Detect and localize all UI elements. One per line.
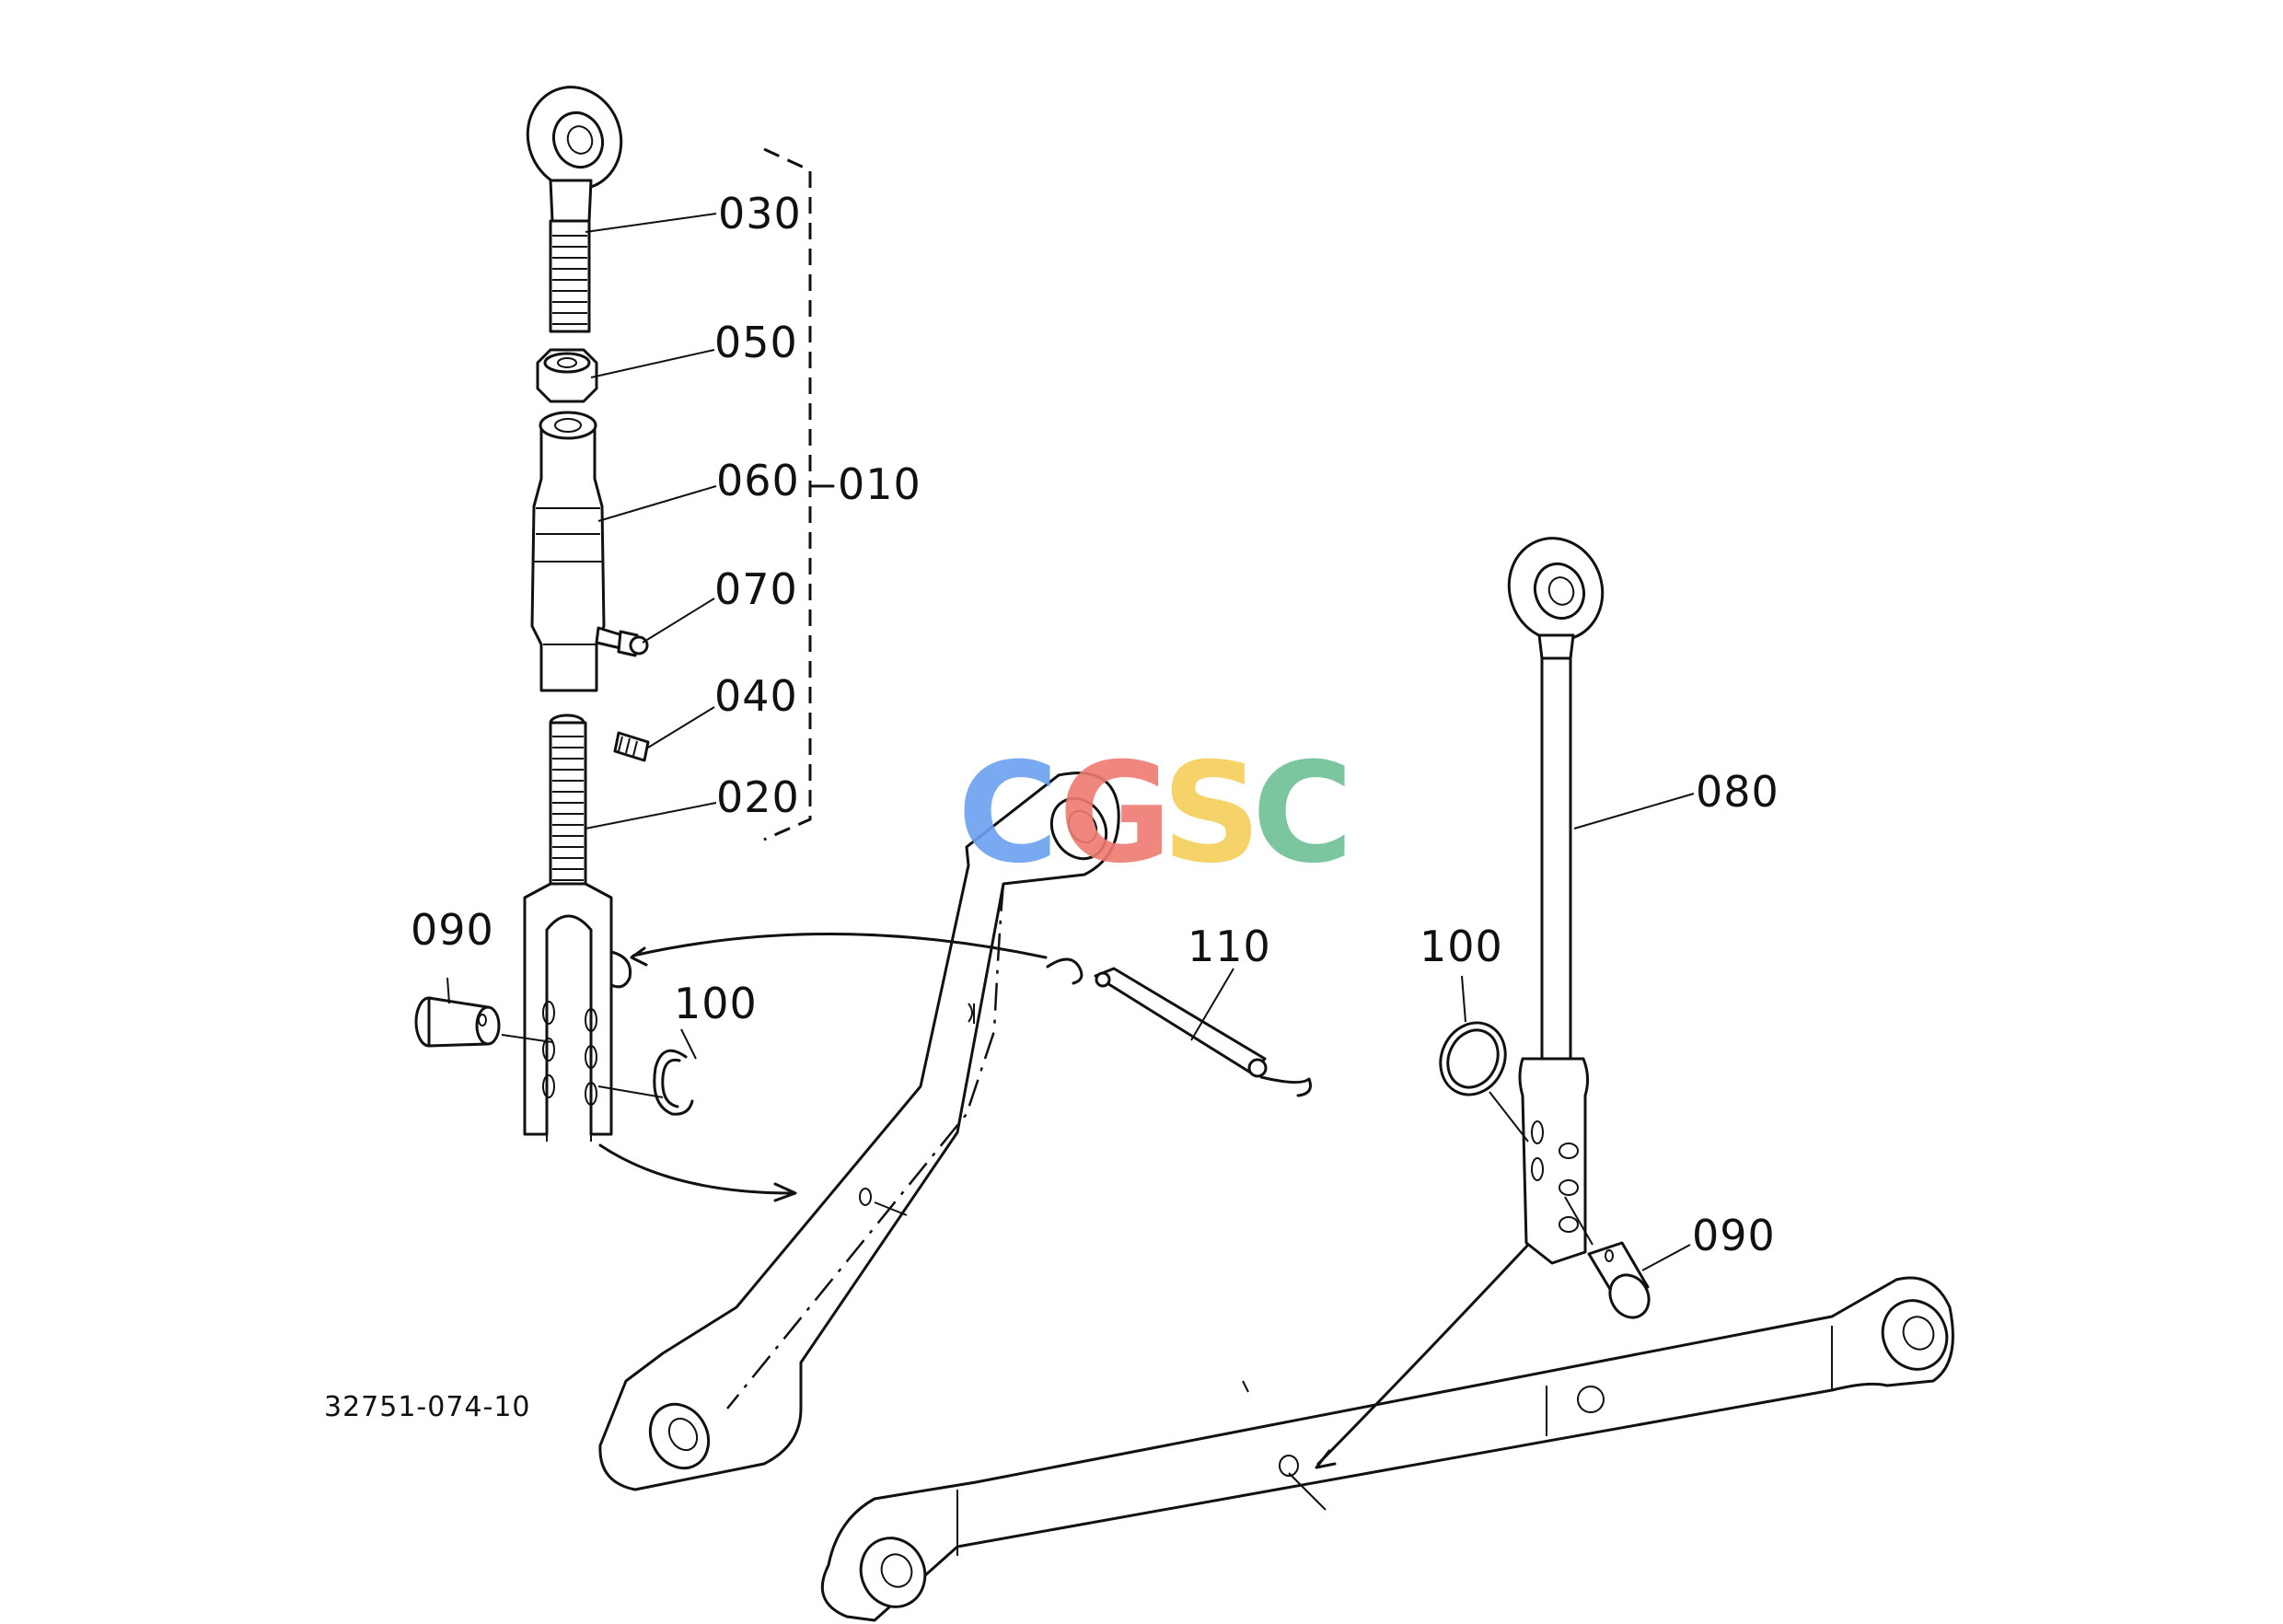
clevis-pin-090-left [414, 996, 553, 1048]
watermark-logo: C G S C [957, 734, 1353, 894]
drawing-code: 32751-074-10 [324, 1391, 531, 1423]
link-arrow-left [598, 1143, 794, 1195]
callout-020: 020 [716, 772, 800, 822]
spring-110 [1046, 957, 1312, 1097]
assembly-bracket-010 [763, 147, 812, 841]
callout-040: 040 [714, 671, 798, 721]
lower-link-right [820, 1276, 1954, 1622]
lift-rod-080-right [1507, 537, 1605, 1265]
rod-end-030 [526, 86, 623, 333]
grease-fitting-070 [595, 626, 649, 657]
callout-090-right: 090 [1692, 1211, 1776, 1260]
callout-060: 060 [716, 456, 800, 505]
link-arrow-right [1316, 1243, 1530, 1466]
lift-rod-assembly-left [414, 86, 835, 1142]
callout-030: 030 [718, 189, 802, 238]
nut-050 [536, 348, 598, 403]
watermark-letter-3: S [1162, 734, 1261, 894]
clevis-rod-020 [523, 713, 632, 1142]
callout-110: 110 [1188, 922, 1271, 971]
callout-010: 010 [838, 459, 921, 509]
turnbuckle-060 [530, 411, 606, 692]
set-screw-040 [613, 731, 650, 762]
callout-090-left: 090 [411, 905, 494, 955]
callout-080: 080 [1696, 767, 1779, 817]
spring-arrow [632, 933, 1048, 959]
watermark-letter-1: C [957, 734, 1059, 894]
snap-ring-100-right [1439, 1021, 1529, 1143]
callout-070: 070 [714, 564, 798, 614]
snap-ring-100-left [597, 1049, 694, 1116]
lower-link-left [598, 771, 1120, 1491]
watermark-letter-4: C [1252, 734, 1353, 894]
callout-100-right: 100 [1420, 922, 1503, 971]
callout-050: 050 [714, 318, 798, 367]
callout-100-left: 100 [674, 979, 758, 1028]
clevis-pin-090-right [1564, 1196, 1651, 1319]
watermark-letter-2: G [1059, 734, 1172, 894]
